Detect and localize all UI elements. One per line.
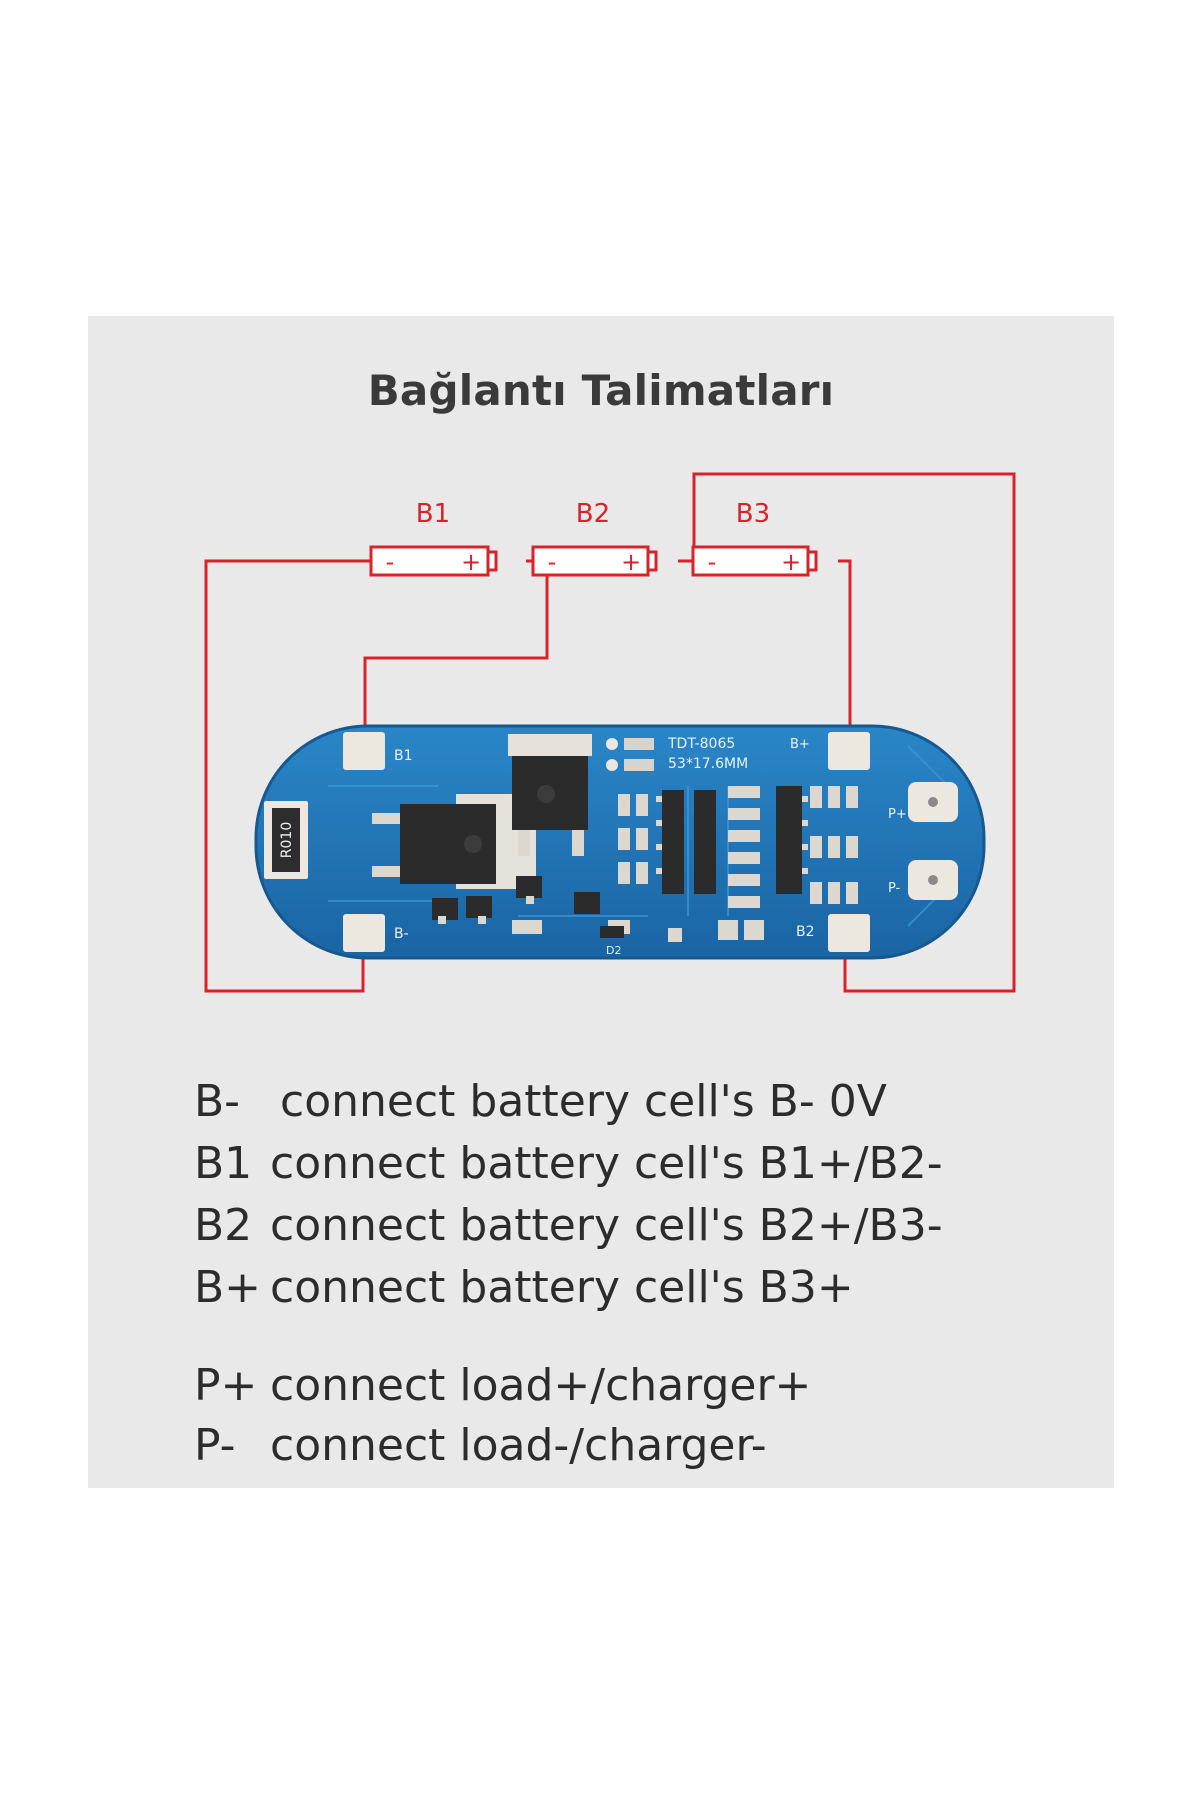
cell-plus: + <box>621 548 641 576</box>
instruction-panel: Bağlantı Talimatları B1 - + B2 - + <box>88 316 1114 1488</box>
cell-minus: - <box>386 548 395 576</box>
pin-description: connect battery cell's B2+/B3- <box>270 1200 943 1251</box>
d2-label: D2 <box>606 944 621 957</box>
pad-b-minus <box>343 914 385 952</box>
pad-b2 <box>828 914 870 952</box>
pin-label: B1 <box>194 1138 253 1189</box>
cell-label: B1 <box>416 499 450 529</box>
pad-label-p-plus: P+ <box>888 807 907 822</box>
wire-b1 <box>363 559 568 750</box>
pin-description: connect load+/charger+ <box>270 1360 812 1411</box>
cell-plus: + <box>781 548 801 576</box>
cell-b1: B1 - + <box>369 499 498 577</box>
wiring-diagram: B1 - + B2 - + B3 - + <box>204 472 1016 993</box>
load-row: P+connect load+/charger+ <box>194 1360 811 1411</box>
pin-description: connect battery cell's B1+/B2- <box>270 1138 943 1189</box>
pin-description: connect load-/charger- <box>270 1420 767 1471</box>
connection-row: B-connect battery cell's B- 0V <box>194 1076 887 1127</box>
connection-row: B1 connect battery cell's B1+/B2- <box>194 1138 943 1189</box>
board-size-text: 53*17.6MM <box>668 756 748 772</box>
pin-label: B- <box>194 1076 241 1127</box>
cell-minus: - <box>548 548 557 576</box>
pin-label: B+ <box>194 1262 262 1313</box>
connection-row: B+connect battery cell's B3+ <box>194 1262 854 1313</box>
bms-board: B1 B- B+ B2 P+ P- TDT-8065 53*17.6MM R01… <box>254 724 986 960</box>
ic-chips <box>662 786 802 894</box>
cell-b2: B2 - + <box>531 499 658 577</box>
pad-label-b2: B2 <box>796 924 815 940</box>
load-row: P-connect load-/charger- <box>194 1420 767 1471</box>
pad-label-b1: B1 <box>394 748 413 764</box>
pad-label-b-plus: B+ <box>790 737 810 752</box>
shunt-resistor: R010 <box>264 801 308 879</box>
cell-plus: + <box>461 548 481 576</box>
cell-label: B2 <box>576 499 610 529</box>
board-model-text: TDT-8065 <box>667 736 735 752</box>
pin-description: connect battery cell's B3+ <box>270 1262 854 1313</box>
pin-label: P- <box>194 1420 236 1471</box>
resistor-label: R010 <box>279 822 295 858</box>
cell-b3: B3 - + <box>691 499 818 577</box>
pin-label: P+ <box>194 1360 258 1411</box>
small-transistors <box>432 876 600 924</box>
wire-b-minus <box>204 559 371 993</box>
mosfet-2 <box>508 734 592 856</box>
pin-description: connect battery cell's B- 0V <box>280 1076 887 1127</box>
passive-components <box>512 786 858 942</box>
pad-label-b-minus: B- <box>394 926 409 942</box>
pad-b1 <box>343 732 385 770</box>
connection-row: B2 connect battery cell's B2+/B3- <box>194 1200 943 1251</box>
pad-b-plus <box>828 732 870 770</box>
wire-b-plus <box>838 559 852 750</box>
cell-label: B3 <box>736 499 770 529</box>
panel-title: Bağlantı Talimatları <box>367 366 835 415</box>
pad-label-p-minus: P- <box>888 881 901 896</box>
cell-minus: - <box>708 548 717 576</box>
pin-label: B2 <box>194 1200 253 1251</box>
